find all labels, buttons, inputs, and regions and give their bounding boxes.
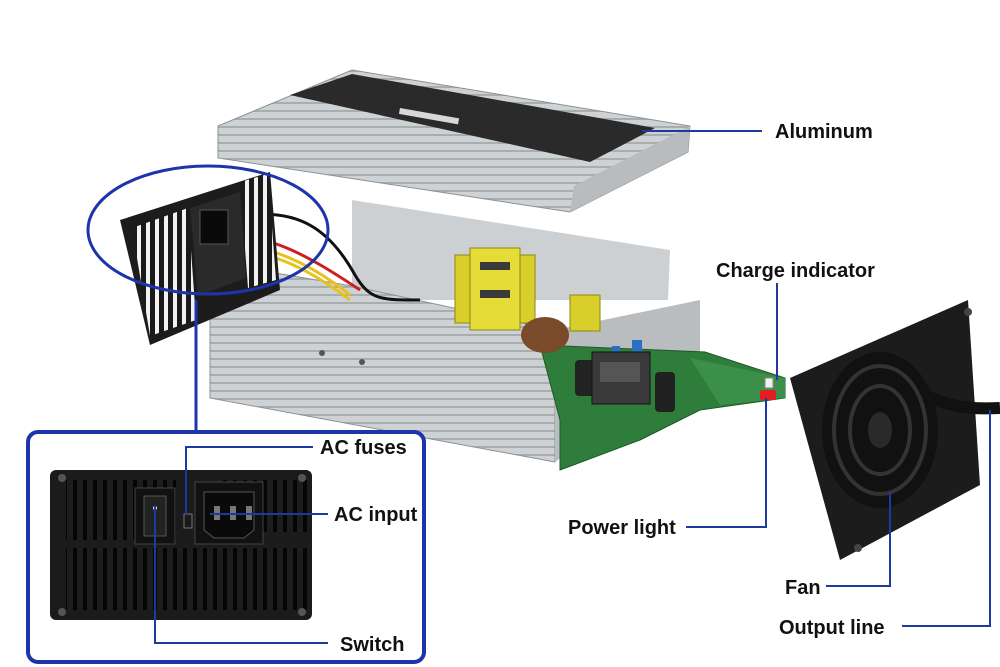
leader-lines <box>154 130 991 644</box>
leader-power-light <box>686 398 767 528</box>
power-light-led <box>760 390 776 400</box>
fan-icon <box>822 352 938 508</box>
inductor-coil <box>521 294 601 353</box>
label-output-line: Output line <box>779 617 885 639</box>
leader-output-line <box>902 410 991 627</box>
label-ac-input: AC input <box>334 504 418 526</box>
label-power-light: Power light <box>568 517 676 539</box>
label-fan: Fan <box>785 577 821 599</box>
rear-panel <box>120 172 280 345</box>
charge-indicator-led <box>764 377 774 389</box>
label-charge-indicator: Charge indicator <box>716 260 875 282</box>
label-ac-fuses: AC fuses <box>320 437 407 459</box>
transformer <box>454 247 536 331</box>
label-aluminum: Aluminum <box>775 121 873 143</box>
leader-ac-fuses <box>185 446 313 515</box>
label-switch: Switch <box>340 634 404 656</box>
relay <box>591 351 651 405</box>
aluminum-top-cover <box>217 69 691 213</box>
leader-switch <box>154 506 328 644</box>
input-highlight-ring <box>86 164 330 296</box>
callout-inset <box>26 300 426 664</box>
output-cable <box>922 389 1000 415</box>
fan-plate <box>790 300 980 560</box>
leader-fan <box>826 492 891 587</box>
